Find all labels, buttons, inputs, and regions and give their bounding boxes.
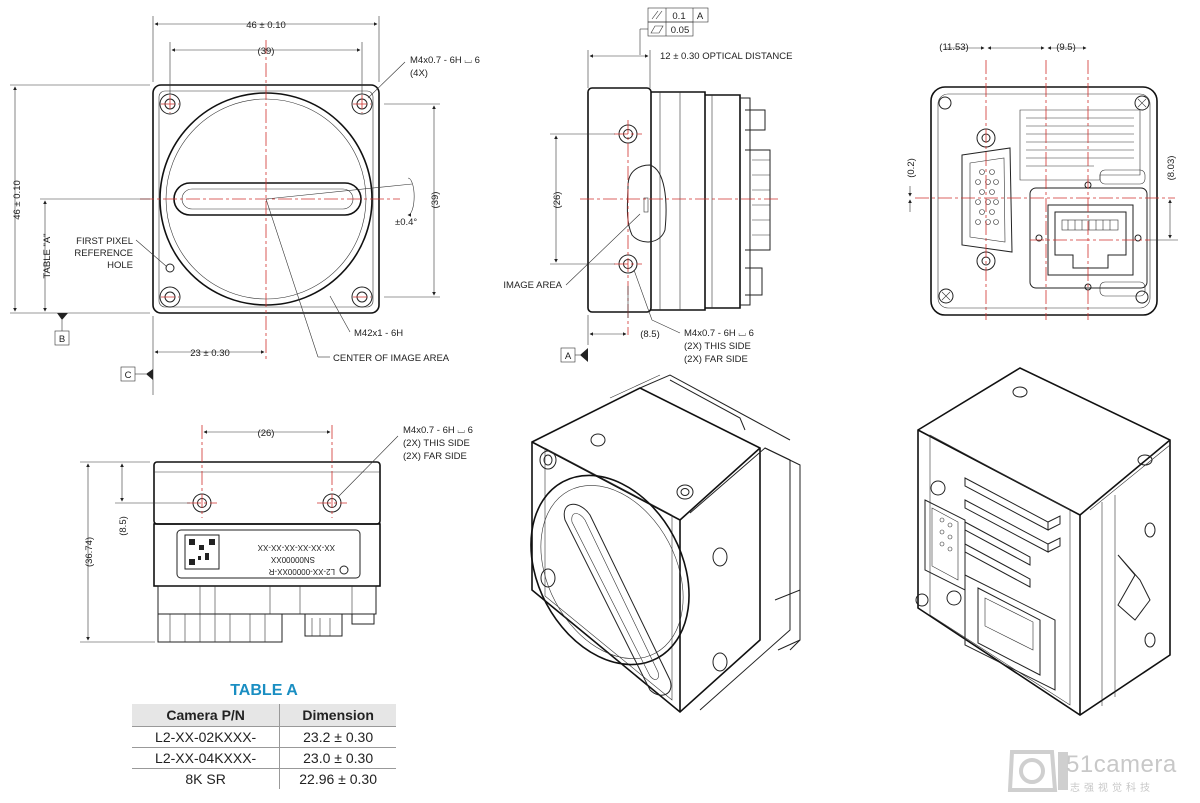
hd-connector [961, 128, 1013, 271]
watermark: 51camera 志强视觉科技 [1004, 748, 1194, 798]
table-cell: 23.2 ± 0.30 [279, 726, 396, 748]
rear-left-dim: (11.53) [939, 42, 968, 53]
table-cell: 8K SR [132, 768, 281, 789]
watermark-logo-icon [1007, 750, 1068, 792]
label-line-3: L2-XX-00000XX-R [269, 567, 335, 576]
header-dimension: Dimension [279, 704, 396, 727]
bottom-hole-callout-1: M4x0.7 - 6H ⌴ 6 [403, 425, 473, 436]
table-a-ref: TABLE "A" [42, 233, 53, 278]
rear-offset-left: (0.2) [906, 158, 917, 178]
image-area-label: IMAGE AREA [503, 280, 562, 291]
side-bottom-dim: (8.5) [640, 329, 660, 340]
tilt-dim: ±0.4° [395, 217, 417, 228]
qr-code [184, 534, 220, 570]
iso-hd-connector [924, 480, 966, 606]
parallel-datum: A [697, 11, 704, 22]
iso-rj45 [964, 574, 1056, 691]
table-cell: L2-XX-02KXXX- [132, 726, 281, 748]
datum-a: A [565, 351, 572, 362]
table-row: L2-XX-04KXXX- 23.0 ± 0.30 [132, 747, 396, 769]
side-height-dim: (26) [552, 192, 563, 209]
datum-c: C [125, 370, 132, 381]
rear-offset-right: (8.03) [1166, 156, 1177, 181]
rear-body [930, 86, 1158, 316]
product-label [176, 529, 361, 579]
parallel-tol: 0.1 [672, 11, 685, 22]
iso-heatsink [964, 477, 1061, 588]
bottom-body [153, 461, 381, 525]
bottom-hole-callout-2: (2X) THIS SIDE [403, 438, 470, 449]
table-header-row: Camera P/N Dimension [132, 704, 396, 727]
side-body [587, 87, 652, 313]
front-inner-dim: (39) [258, 46, 275, 57]
rear-view: (11.53) (9.5) (0.2) (8.03) [906, 42, 1178, 320]
table-cell: L2-XX-04KXXX- [132, 747, 281, 769]
side-hole-callout-2: (2X) THIS SIDE [684, 341, 751, 352]
front-height-dim: 46 ± 0.10 [12, 180, 23, 220]
table-cell: 23.0 ± 0.30 [279, 747, 396, 769]
label-line-2: SN00000XX [270, 555, 315, 564]
header-camera-pn: Camera P/N [132, 704, 281, 727]
front-bottom-dim: 23 ± 0.30 [190, 348, 230, 359]
front-view: 46 ± 0.10 (39) 46 ± 0.10 TABLE "A" (39) … [10, 16, 480, 395]
datum-b: B [59, 334, 65, 345]
front-width-dim: 46 ± 0.10 [246, 20, 286, 31]
bottom-hole-callout-3: (2X) FAR SIDE [403, 451, 467, 462]
iso-view-rear [915, 367, 1171, 716]
side-hole-callout-3: (2X) FAR SIDE [684, 354, 748, 365]
center-label: CENTER OF IMAGE AREA [333, 353, 450, 364]
flatness-tol: 0.05 [671, 25, 690, 36]
first-pixel-1: FIRST PIXEL [76, 236, 133, 247]
mount-label: M42x1 - 6H [354, 328, 403, 339]
watermark-text: 51camera [1066, 751, 1177, 778]
table-row: 8K SR 22.96 ± 0.30 [132, 768, 396, 789]
iso-view-front [530, 374, 801, 714]
table-cell: 22.96 ± 0.30 [279, 768, 396, 789]
image-slot [173, 182, 362, 216]
bottom-height-total: (36.74) [84, 537, 95, 567]
watermark-subtext: 志强视觉科技 [1070, 783, 1154, 794]
table-a: TABLE A Camera P/N Dimension L2-XX-02KXX… [132, 682, 396, 789]
label-line-1: XX-XX-XX-XX-XX-XX [257, 543, 335, 552]
front-hole-callout-2: (4X) [410, 68, 428, 79]
rj45-connector [1029, 187, 1148, 289]
bottom-view: XX-XX-XX-XX-XX-XX SN00000XX L2-XX-00000X… [80, 425, 473, 643]
rear-right-dim: (9.5) [1056, 42, 1076, 53]
dimension-table: Camera P/N Dimension L2-XX-02KXXX- 23.2 … [132, 704, 396, 789]
table-row: L2-XX-02KXXX- 23.2 ± 0.30 [132, 726, 396, 748]
side-view: 0.1 A 0.05 12 ± 0.30 OPTICAL DISTANCE [503, 7, 792, 365]
front-right-dim: (39) [430, 192, 441, 209]
front-hole-callout-1: M4x0.7 - 6H ⌴ 6 [410, 55, 480, 66]
bottom-height-small: (8.5) [118, 516, 129, 536]
first-pixel-2: REFERENCE [74, 248, 133, 259]
optical-dim: 12 ± 0.30 OPTICAL DISTANCE [660, 51, 792, 62]
side-hole-callout-1: M4x0.7 - 6H ⌴ 6 [684, 328, 754, 339]
bottom-hole-spacing: (26) [258, 428, 275, 439]
table-a-title: TABLE A [230, 682, 298, 699]
first-pixel-3: HOLE [107, 260, 133, 271]
